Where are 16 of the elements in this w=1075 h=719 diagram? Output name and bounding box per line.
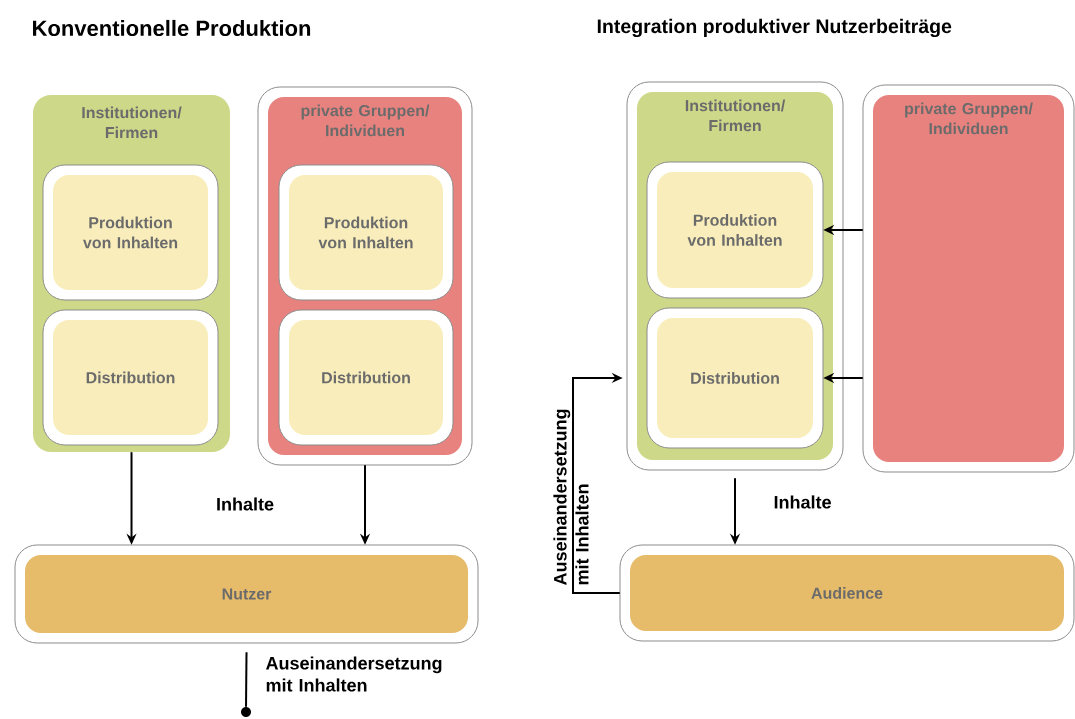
heading: Konventionelle Produktion (33, 19, 311, 37)
flow-label: Inhalte (217, 497, 274, 511)
process-box: Distribution (278, 309, 454, 446)
process-box: Distribution (646, 307, 824, 449)
edge-label: Auseinandersetzung mit Inhalten (266, 656, 442, 692)
process-box: Produktion von Inhalten (42, 164, 219, 301)
group-panel: private Gruppen/ Individuen (862, 84, 1075, 473)
heading: Integration produktiver Nutzerbeiträge (597, 18, 952, 38)
process-box: Produktion von Inhalten (646, 161, 824, 299)
connector-line (245, 651, 248, 708)
edge-label: Inhalte (774, 495, 831, 509)
process-box: Distribution (42, 309, 219, 446)
process-box: Produktion von Inhalten (278, 164, 454, 301)
audience-bar: Nutzer (14, 544, 479, 644)
audience-bar: Audience (619, 544, 1075, 642)
edge-label: Auseinandersetzung mit Inhalten (553, 409, 589, 585)
